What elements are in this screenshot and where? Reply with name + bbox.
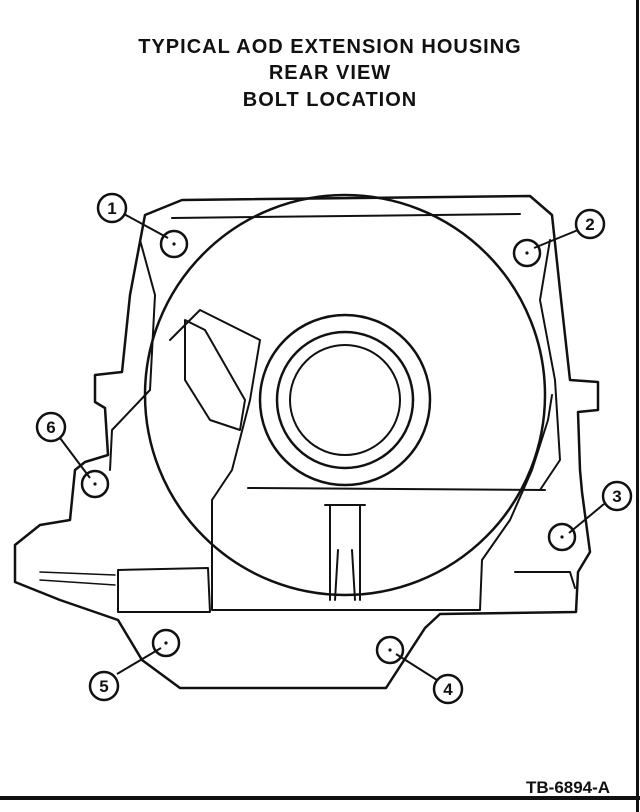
callout-bubble-6 [35, 411, 67, 443]
seal-outer-ring [258, 313, 432, 487]
seal-mid-ring [275, 330, 415, 470]
diagram-title-line-1: TYPICAL AOD EXTENSION HOUSING [138, 36, 522, 58]
housing-right-web [514, 571, 576, 589]
callout-bubble-3 [601, 480, 633, 512]
callout-label-5: 5 [99, 677, 108, 696]
seal-inner-ring [289, 344, 401, 456]
bolt-hole-5 [151, 628, 181, 658]
housing-outer-outline [13, 194, 600, 690]
callout-bubble-5 [88, 670, 120, 702]
diagram-title-line-2: REAR VIEW [268, 62, 392, 84]
callout-label-1: 1 [107, 199, 116, 218]
page-right-border [636, 0, 639, 812]
housing-left-contour [109, 239, 156, 471]
callout-bubble-4 [432, 673, 464, 705]
leader-line-5 [116, 647, 162, 675]
diagram-title-line-3: BOLT LOCATION [242, 89, 418, 111]
bolt-hole-3 [547, 522, 577, 552]
housing-face-circle [143, 193, 547, 597]
housing-right-contour [539, 239, 561, 491]
callout-bubble-2 [574, 208, 606, 240]
housing-left-lug [184, 319, 246, 431]
bolt-hole-4 [375, 635, 405, 665]
callout-label-3: 3 [612, 487, 621, 506]
housing-inner-recess [169, 309, 553, 611]
callout-bubble-1 [96, 192, 128, 224]
housing-top-flange [171, 213, 521, 219]
callout-label-2: 2 [585, 215, 594, 234]
bolt-hole-6 [80, 469, 110, 499]
leader-line-2 [533, 229, 579, 249]
callout-label-6: 6 [46, 418, 55, 437]
housing-lower-line [247, 487, 546, 491]
figure-id: TB-6894-A [526, 778, 611, 797]
page-bottom-border [0, 796, 640, 800]
bolt-hole-1 [159, 229, 189, 259]
callout-label-4: 4 [443, 680, 453, 699]
leader-line-6 [59, 437, 91, 479]
leader-line-4 [395, 653, 438, 681]
housing-bottom-rail [117, 567, 211, 613]
leader-line-1 [123, 213, 169, 239]
housing-left-web [39, 571, 116, 586]
leader-line-3 [568, 503, 605, 534]
vent-tube [324, 504, 366, 601]
bolt-hole-2 [512, 238, 542, 268]
